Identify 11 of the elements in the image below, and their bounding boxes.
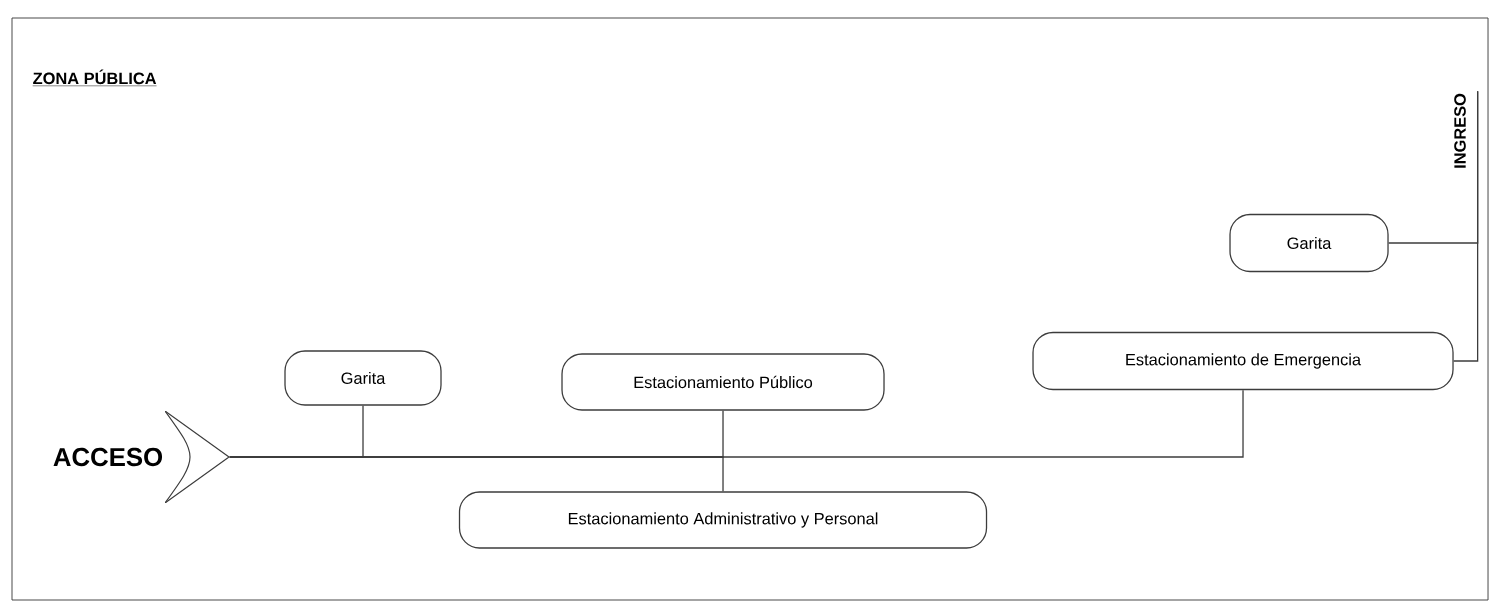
rounded-box: Garita: [1229, 213, 1389, 273]
entry-label: INGRESO: [1454, 93, 1466, 168]
rounded-box: Estacionamiento de Emergencia: [1032, 331, 1454, 391]
connector-line: [1453, 90, 1479, 362]
rounded-box: Garita: [284, 350, 442, 406]
rounded-box: Estacionamiento Administrativo y Personal: [458, 491, 988, 549]
connector-line: [229, 389, 1244, 458]
entrance-chevron: [165, 411, 229, 503]
access-label: ACCESO: [53, 447, 163, 467]
zone-title: ZONA PÚBLICA: [32, 69, 157, 87]
rounded-box: Estacionamiento Público: [561, 353, 885, 411]
